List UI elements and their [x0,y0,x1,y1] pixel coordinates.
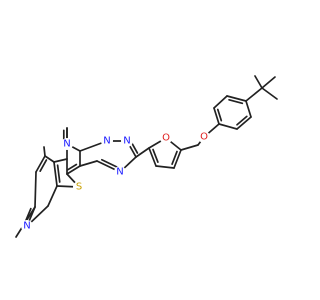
svg-text:N: N [116,167,123,178]
bond-c4-c5-double [66,163,78,171]
bond-a6-a1 [218,123,238,130]
atom-n-pyridine: N [21,220,33,232]
bond-a1-a2 [213,107,220,125]
bond-cf5-cf4 [173,149,182,169]
bond-c15-c16 [35,155,46,173]
bond-q-qm2 [261,76,276,89]
bond-c15-me1 [43,146,46,157]
atom-n-triazole-2: N [121,135,133,147]
atom-n-pyrimidine: N [61,138,73,150]
bond-c14-c15 [44,155,55,163]
atom-n-triazole-1: N [101,135,113,147]
bond-c13-c14 [53,161,58,187]
svg-text:S: S [76,182,82,193]
bond-a3-a4 [226,95,247,102]
bond-layer [15,75,278,238]
bond-c14-c6 [53,158,68,163]
bond-cf5-cf4-double [171,150,178,165]
bond-c15-c16-double [39,159,48,173]
bond-c16-c17 [34,171,37,208]
bond-q-qm3 [254,75,263,89]
atom-layer: N N N N O O S N [21,131,210,232]
bond-q-qm1 [261,87,278,100]
atom-n-triazole-3: N [114,166,126,178]
bond-cf3-cf2-double [152,148,159,163]
atom-o-ether: O [198,131,210,143]
bond-a4-q [245,87,263,102]
svg-text:N: N [23,221,30,232]
bond-a5-a6 [236,116,252,130]
bond-a2-a3 [213,95,228,109]
svg-text:N: N [63,139,70,150]
svg-text:N: N [123,136,130,147]
bond-cf5-ch2 [180,144,199,151]
bond-c4-c5 [66,165,81,175]
bond-c11-c4 [79,160,98,167]
svg-text:N: N [103,136,110,147]
svg-text:O: O [162,133,170,144]
bond-c9-cf2 [135,147,150,158]
molecule-structure: N N N N O O S N [15,75,278,238]
bond-n10-c11-double [100,158,119,169]
bond-a3-a4-double [228,98,244,105]
atom-s-thiophene: S [73,181,85,193]
bond-a1-a2-double [216,108,223,122]
bond-a4-a5 [245,100,252,118]
atom-o-furan: O [160,132,172,144]
bond-cf3-cf2 [148,147,157,167]
svg-text:O: O [200,132,208,143]
bond-cf4-cf3 [155,165,175,169]
bond-c13-c14-double [56,164,61,183]
bond-a5-a6-double [236,115,248,126]
bond-c19-c13 [47,185,58,207]
